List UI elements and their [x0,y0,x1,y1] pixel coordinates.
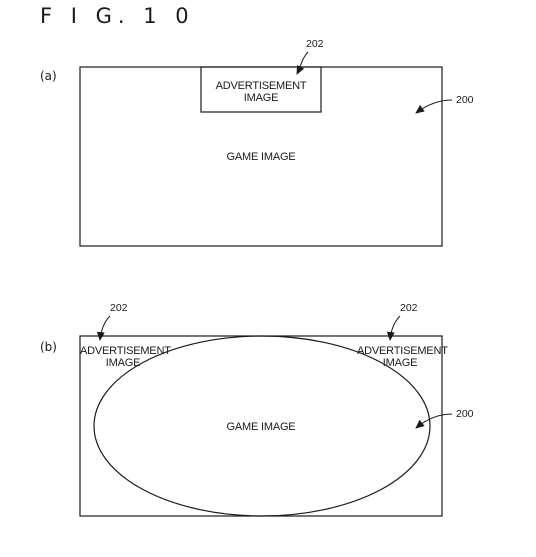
panel-a-ref-200: 200 [456,94,474,106]
panel-b-ref-202-left: 202 [110,302,128,314]
panel-b-ref-200: 200 [456,408,474,420]
panel-b-ad-left-line1: ADVERTISEMENT [80,345,171,357]
panel-a-advertisement-label: ADVERTISEMENT IMAGE [201,80,321,104]
panel-b-advertisement-left-label: ADVERTISEMENT IMAGE [80,345,171,369]
panel-a-advertisement-box [200,66,322,113]
panel-b-ad-right-line1: ADVERTISEMENT [357,345,448,357]
panel-a-ad-line1: ADVERTISEMENT [215,80,307,92]
panel-b-game-image-label: GAME IMAGE [226,421,296,433]
panel-b-ad-left-line2: IMAGE [105,357,141,369]
panel-b-game-ellipse [93,335,431,517]
panel-b-ref-202-left-leader [96,315,111,341]
panel-a-ad-line2: IMAGE [243,92,279,104]
panel-b-ref-200-leader [415,413,453,429]
panel-a-game-image-label: GAME IMAGE [226,151,296,163]
figure-title: F I G. 1 0 [40,4,195,28]
panel-b-label: (b) [40,340,57,354]
panel-b-ref-202-right: 202 [400,302,418,314]
panel-a-label: (a) [40,69,57,83]
panel-a-ref-200-leader [415,99,453,114]
panel-a-ref-202: 202 [306,38,324,50]
panel-b-ref-202-right-leader [386,315,401,341]
panel-a-ref-202-leader [296,51,309,75]
panel-b-advertisement-right-label: ADVERTISEMENT IMAGE [357,345,448,369]
panel-b-ad-right-line2: IMAGE [382,357,418,369]
